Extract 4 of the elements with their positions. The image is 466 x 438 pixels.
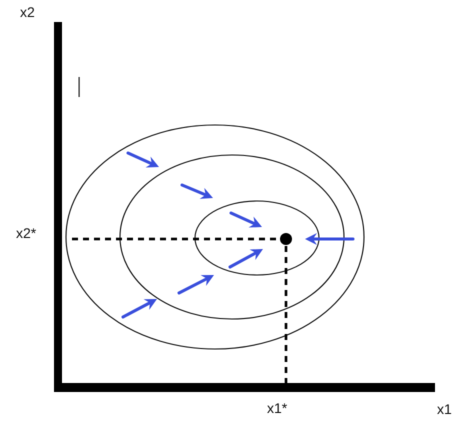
axis-label: x2 xyxy=(20,4,35,20)
axis-value-label: x2* xyxy=(16,225,36,241)
axis-value-label: x1* xyxy=(267,400,288,416)
axis-label: x1 xyxy=(437,401,452,417)
